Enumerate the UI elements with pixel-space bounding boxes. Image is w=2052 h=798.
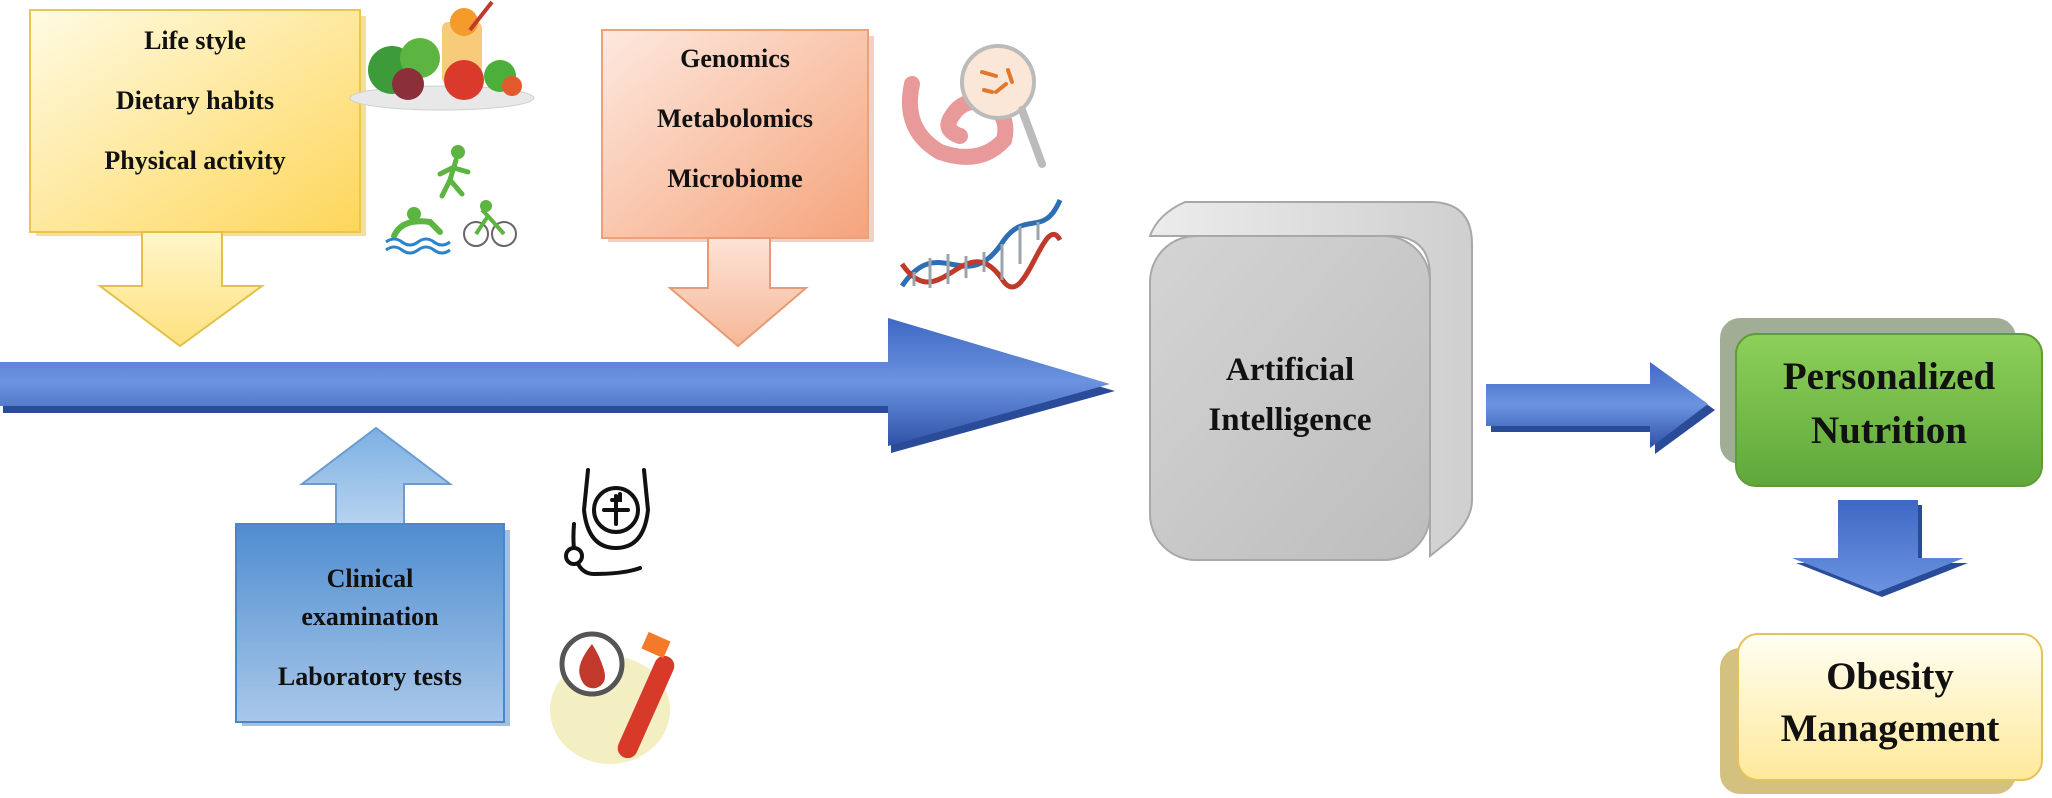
obesity-box [1720,633,2043,794]
lifestyle-line-2: Dietary habits [115,86,275,115]
omics-callout [601,29,874,348]
ai-to-nutrition-arrow [1486,362,1715,454]
nutrition-box [1720,318,2043,487]
obesity-line-1: Obesity [1826,655,1954,698]
ai-line-1: Artificial [1225,352,1355,388]
nutrition-to-obesity-arrow [1792,500,1968,597]
clinical-line-1: Clinical [326,564,414,593]
dna-icon [899,198,1063,290]
clinical-callout [235,426,510,726]
omics-line-2: Metabolomics [657,104,813,133]
microbiome-icon [901,44,1046,168]
ai-line-2: Intelligence [1208,402,1372,438]
blood-test-icon [550,631,675,764]
nutrition-line-2: Nutrition [1811,409,1967,452]
omics-line-1: Genomics [680,44,790,73]
main-arrow [0,318,1115,453]
food-icon [349,0,535,111]
omics-line-3: Microbiome [667,164,803,193]
exercise-icon [385,145,517,255]
lifestyle-callout [29,9,366,348]
clinical-line-2: examination [301,602,439,631]
ai-box [1148,201,1473,561]
lifestyle-line-1: Life style [144,26,246,55]
stethoscope-icon [564,468,651,577]
nutrition-line-1: Personalized [1782,355,1996,398]
obesity-line-2: Management [1780,707,2000,750]
clinical-line-3: Laboratory tests [277,662,463,691]
lifestyle-line-3: Physical activity [104,146,286,175]
